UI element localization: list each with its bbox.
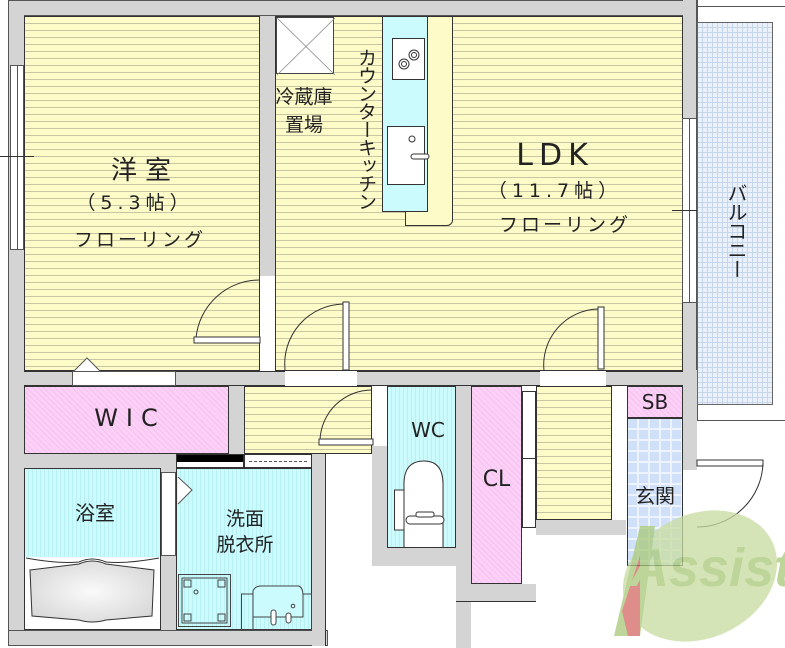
shoe-box-floor [627,386,683,418]
bathroom-label: 浴室 [75,501,115,525]
door-swing-hall [284,301,350,371]
western-room-floor-type: フローリング [73,229,206,251]
kitchen-label: カウンターキッチン [355,48,377,210]
wash-basin-icon [241,585,312,631]
wall-genkan-right [683,370,697,470]
door-swing-wc [318,389,374,446]
washroom-door-arrow-icon [177,476,193,505]
window-western [10,65,24,250]
western-room-size: （5.3帖） [76,192,194,214]
wic-label: WIC [94,404,166,432]
wall-wash-right [312,454,326,646]
doorway-western [260,276,275,341]
ldk-floor-type: フローリング [498,214,631,236]
washing-machine-icon [178,574,231,627]
ldk-size: （11.7帖） [487,180,623,202]
washroom-label-2: 脱衣所 [216,534,274,556]
door-swing-ldk [543,306,605,372]
outer-wall-top [8,0,698,16]
wc-label: WC [411,418,445,442]
washroom-label-1: 洗面 [225,508,264,530]
wall-cl-bottom [456,584,536,602]
wall-western-ldk [260,16,275,276]
wall-wc-bottom [372,548,462,566]
ldk-name: LDK [516,138,594,173]
wall-wc-cl [456,386,471,648]
door-swing-western [193,279,261,344]
faucet-icon [408,135,430,160]
window-mark-western [0,156,34,157]
fridge-space-box [276,17,336,76]
wall-wic-right [229,386,244,454]
doorway-bathroom [161,472,176,556]
doorway-wc [372,386,387,446]
entrance-hall-floor [536,386,612,520]
shoe-box-label: SB [641,390,669,414]
wall-hall-bottom [24,454,176,468]
stove-burner-icon [398,49,420,70]
closet-doors [522,391,536,528]
wic-floor [24,386,229,454]
wall-entrance-bottom [536,520,626,535]
closet-floor [471,386,522,584]
wic-door-arrow-icon [73,357,101,372]
stove [392,38,425,80]
bath-door-frame [176,454,244,468]
window-mark-ldk [672,210,706,211]
balcony-label: バルコニー [724,182,748,278]
closet-label: CL [482,467,511,492]
toilet-icon [394,460,445,547]
watermark-text: Assist [628,538,785,598]
washroom-door [244,454,312,468]
entrance-label: 玄関 [635,484,675,508]
bath-door-black [176,454,244,462]
doorway-entrance-hall [540,371,606,386]
wall-wc-left [372,446,387,566]
doorway-hall [285,371,357,386]
bathtub-icon [25,557,160,623]
fridge-space-label-2: 置場 [284,114,323,136]
wic-opening [72,371,176,386]
western-room-floor [24,16,260,371]
assist-watermark-logo: Assist [614,510,785,642]
fridge-space-label-1: 冷蔵庫 [275,86,333,108]
western-room-name: 洋室 [110,156,179,186]
sink [387,126,430,185]
balcony-floor [697,22,773,405]
